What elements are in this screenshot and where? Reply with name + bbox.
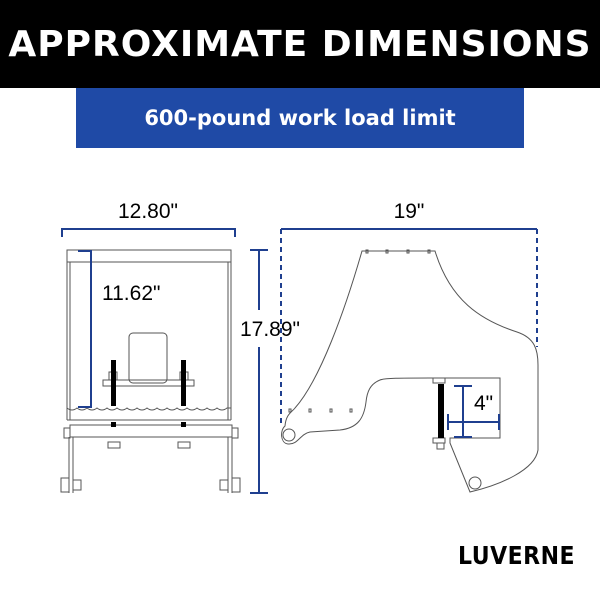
front-width-label: 12.80" xyxy=(118,200,178,223)
side-view-drawing xyxy=(281,249,539,493)
load-limit-banner: 600-pound work load limit xyxy=(76,88,524,148)
side-bolt xyxy=(438,384,444,438)
overall-height-label: 17.89" xyxy=(240,318,300,341)
receiver-opening-label: 4" xyxy=(474,392,493,415)
luverne-logo: LUVERNE xyxy=(458,542,576,571)
header-title: APPROXIMATE DIMENSIONS xyxy=(0,0,600,88)
bolts xyxy=(111,360,186,427)
dimension-lines xyxy=(61,228,538,494)
inner-height-label: 11.62" xyxy=(102,282,160,305)
side-depth-label: 19" xyxy=(394,200,425,223)
